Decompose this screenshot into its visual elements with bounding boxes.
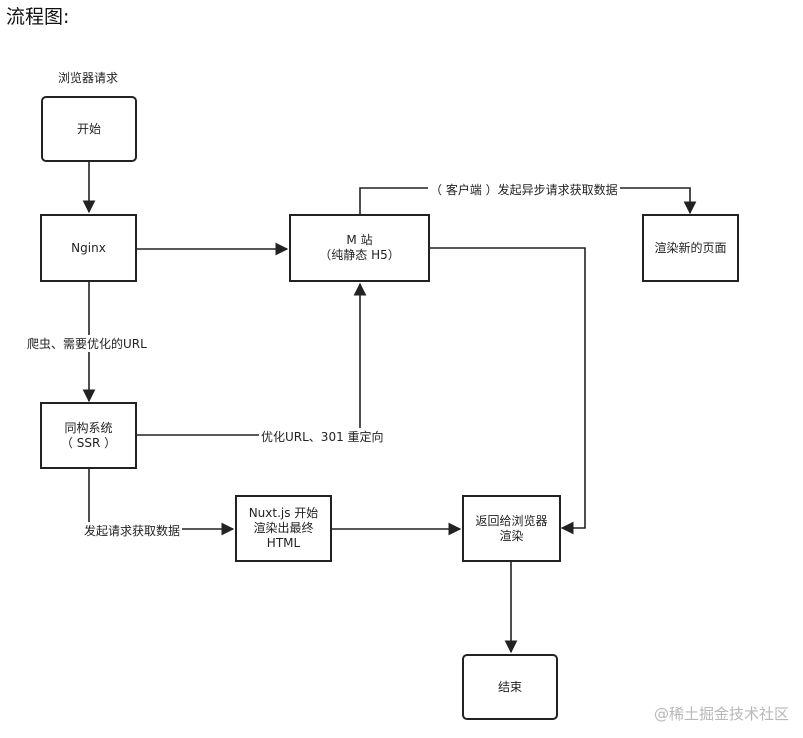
ssr-node-line-2: （ SSR ） (60, 435, 117, 450)
label-crawler-url: 爬虫、需要优化的URL (25, 335, 149, 352)
render-new-page-node: 渲染新的页面 (642, 214, 739, 282)
nuxt-node-line-2: 渲染出最终 (253, 521, 314, 535)
watermark: @稀土掘金技术社区 (653, 705, 789, 723)
nginx-node-label: Nginx (71, 240, 106, 255)
edge-msite-to-return (430, 247, 586, 535)
label-optimize-url-redirect: 优化URL、301 重定向 (259, 428, 386, 445)
return-node-line-2: 渲染 (499, 528, 524, 543)
ssr-node-line-1: 同构系统 (64, 420, 113, 435)
nuxt-node-line-1: Nuxt.js 开始 (248, 506, 319, 520)
msite-node-line-1: M 站 (346, 233, 373, 247)
label-fetch-data: 发起请求获取数据 (82, 522, 183, 539)
end-node-label: 结束 (497, 679, 522, 694)
start-node-label: 开始 (76, 121, 101, 136)
msite-node: M 站 （纯静态 H5） (289, 214, 430, 282)
msite-node-line-2: （纯静态 H5） (319, 248, 400, 262)
nuxt-render-node: Nuxt.js 开始 渲染出最终 HTML (235, 495, 332, 562)
page-heading: 流程图: (6, 6, 70, 28)
nuxt-node-line-3: HTML (266, 536, 301, 550)
start-node: 开始 (41, 96, 137, 162)
ssr-node: 同构系统 （ SSR ） (40, 402, 137, 469)
edge-ssr-to-nuxt (88, 469, 235, 536)
nginx-node: Nginx (40, 214, 137, 282)
caption-browser-request: 浏览器请求 (58, 71, 119, 85)
label-client-async-request: （ 客户端 ）发起异步请求获取数据 (428, 181, 620, 198)
return-to-browser-node: 返回给浏览器 渲染 (462, 495, 561, 562)
return-node-line-1: 返回给浏览器 (475, 513, 548, 528)
render-new-page-label: 渲染新的页面 (654, 240, 727, 255)
end-node: 结束 (462, 654, 558, 720)
edge-ssr-to-msite (136, 282, 367, 436)
